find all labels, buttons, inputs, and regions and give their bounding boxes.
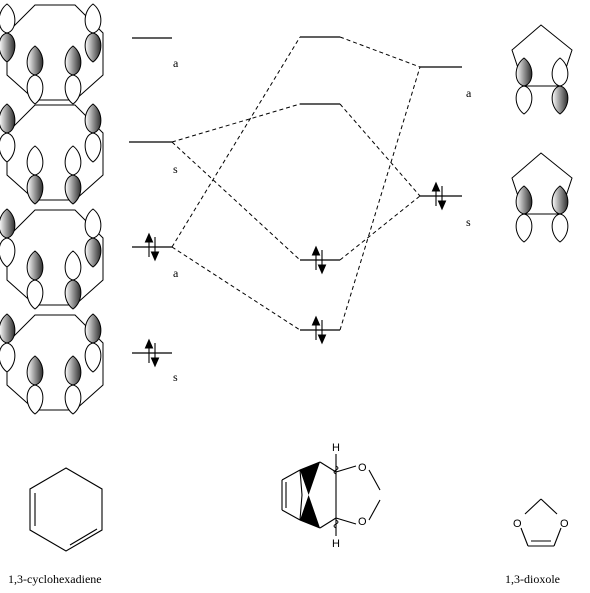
correlation-line bbox=[171, 141, 301, 261]
symmetry-labels: a s a s a s bbox=[173, 56, 472, 384]
symmetry-label: a bbox=[466, 86, 472, 100]
symmetry-label: s bbox=[466, 215, 471, 229]
electron-pair-icon bbox=[311, 245, 327, 275]
adduct-oxygen-2: O bbox=[358, 516, 367, 528]
dioxole-orbital-s bbox=[511, 152, 573, 243]
correlation-line bbox=[339, 36, 421, 68]
dioxole-oxygen-2: O bbox=[560, 518, 569, 530]
diene-orbital-s-low bbox=[0, 313, 104, 415]
correlation-line bbox=[171, 246, 301, 331]
adduct-structure bbox=[281, 454, 381, 536]
diene-orbital-s-high bbox=[0, 103, 104, 205]
correlation-line bbox=[339, 195, 421, 261]
electron-pair-icon bbox=[144, 232, 160, 262]
electron-pair-icon bbox=[311, 315, 327, 345]
symmetry-label: s bbox=[173, 162, 178, 176]
diene-energy-levels bbox=[129, 37, 172, 354]
correlation-line bbox=[339, 66, 421, 331]
symmetry-label: a bbox=[173, 266, 179, 280]
cyclohexadiene-structure bbox=[29, 467, 103, 552]
cyclohexadiene-name: 1,3-cyclohexadiene bbox=[8, 572, 102, 586]
dioxole-orbital-a bbox=[511, 24, 573, 115]
dioxole-name: 1,3-dioxole bbox=[505, 572, 560, 586]
diene-orbital-a-high bbox=[0, 3, 104, 105]
dioxole-energy-levels bbox=[420, 66, 462, 197]
adduct-hydrogen-top: H bbox=[332, 442, 340, 454]
product-energy-levels bbox=[300, 36, 340, 331]
electron-pairs bbox=[144, 181, 447, 368]
correlation-line bbox=[171, 36, 301, 248]
dioxole-oxygen-1: O bbox=[513, 518, 522, 530]
dioxole-orbital-pictures bbox=[511, 24, 573, 243]
electron-pair-icon bbox=[431, 181, 447, 211]
symmetry-label: a bbox=[173, 56, 179, 70]
adduct-bridge-wedge bbox=[300, 462, 320, 528]
adduct-oxygen-1: O bbox=[358, 462, 367, 474]
correlation-lines bbox=[171, 36, 421, 331]
correlation-line bbox=[171, 103, 301, 143]
adduct-hydrogen-bottom: H bbox=[332, 538, 340, 550]
electron-pair-icon bbox=[144, 338, 160, 368]
dioxole-structure bbox=[520, 498, 562, 547]
symmetry-label: s bbox=[173, 370, 178, 384]
correlation-line bbox=[339, 103, 421, 197]
diene-orbital-pictures bbox=[0, 3, 104, 415]
diene-orbital-a-low bbox=[0, 208, 104, 310]
